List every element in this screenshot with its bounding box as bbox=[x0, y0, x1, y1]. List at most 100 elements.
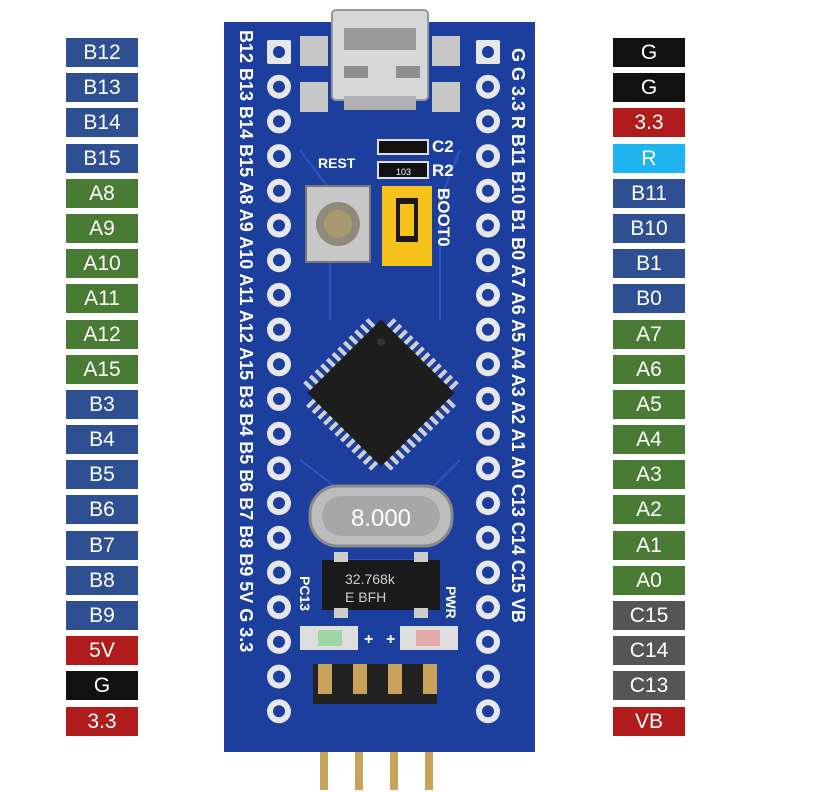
left-pin-33-label: 3.3 bbox=[66, 706, 138, 736]
left-pin-b12-label: B12 bbox=[66, 38, 138, 67]
left-pin-g-label: G bbox=[66, 671, 138, 701]
crystal-8mhz: 8.000 bbox=[308, 484, 454, 548]
left-header-holes bbox=[267, 40, 291, 724]
chip-leg bbox=[419, 351, 431, 364]
r2-label: R2 bbox=[432, 161, 454, 180]
through-hole-center bbox=[482, 184, 494, 197]
right-pin-b0-label: B0 bbox=[613, 284, 685, 314]
left-pin-b14-label: B14 bbox=[66, 108, 138, 138]
left-pin-a15-label: A15 bbox=[66, 354, 138, 384]
right-header-holes bbox=[476, 40, 500, 724]
silk-left: B12 B13 B14 B15 A8 A9 A10 A11 A12 A15 B3… bbox=[236, 30, 256, 652]
left-pin-a12-label: A12 bbox=[66, 319, 138, 349]
through-hole-center bbox=[482, 323, 494, 336]
right-pin-a0-label: A0 bbox=[613, 565, 685, 595]
boot0-jumper[interactable]: BOOT0 bbox=[382, 186, 453, 266]
through-hole-center bbox=[273, 670, 285, 683]
right-pin-g-label: G bbox=[613, 38, 685, 67]
right-pin-c15-label: C15 bbox=[613, 601, 685, 630]
left-pin-b5-label: B5 bbox=[66, 460, 138, 490]
through-hole-center bbox=[273, 46, 285, 58]
chip-leg bbox=[337, 346, 349, 358]
r2-resistor: 103 R2 bbox=[377, 161, 454, 180]
through-hole-center bbox=[273, 462, 285, 475]
through-hole-center bbox=[273, 288, 285, 301]
chip-leg bbox=[331, 351, 343, 364]
through-hole-center bbox=[482, 288, 494, 301]
reset-button[interactable]: REST bbox=[305, 155, 371, 263]
left-pin-b9-label: B9 bbox=[66, 601, 138, 630]
through-hole-center bbox=[482, 566, 494, 579]
right-pin-a1-label: A1 bbox=[613, 530, 685, 560]
chip-leg bbox=[306, 397, 318, 409]
left-pin-5v-label: 5V bbox=[66, 636, 138, 666]
through-hole-center bbox=[273, 497, 285, 510]
left-pin-b13-label: B13 bbox=[66, 73, 138, 103]
svg-text:PWR: PWR bbox=[443, 586, 459, 619]
right-pin-vb-label: VB bbox=[613, 706, 685, 736]
pc13-led: + bbox=[300, 626, 373, 650]
chip-leg bbox=[413, 346, 425, 358]
through-hole-center bbox=[273, 115, 285, 128]
through-hole-center bbox=[482, 254, 494, 267]
right-pin-a6-label: A6 bbox=[613, 354, 685, 384]
left-pin-b3-label: B3 bbox=[66, 389, 138, 419]
crystal-label: 8.000 bbox=[351, 505, 411, 532]
programming-header bbox=[313, 664, 437, 704]
through-hole-center bbox=[273, 427, 285, 440]
through-hole-center bbox=[482, 497, 494, 510]
through-hole-center bbox=[273, 80, 285, 93]
chip-leg bbox=[447, 380, 459, 392]
left-pin-b8-label: B8 bbox=[66, 565, 138, 595]
through-hole-center bbox=[482, 80, 494, 93]
chip-leg bbox=[441, 374, 454, 386]
through-hole-center bbox=[273, 150, 285, 163]
through-hole-center bbox=[273, 219, 285, 232]
right-pin-a3-label: A3 bbox=[613, 460, 685, 490]
silk-right: G G 3.3 R B11 B10 B1 B0 A7 A6 A5 A4 A3 A… bbox=[508, 48, 528, 623]
crystal-32k-line2: E BFH bbox=[345, 589, 386, 605]
left-pin-a11-label: A11 bbox=[66, 284, 138, 314]
chip-leg bbox=[339, 431, 352, 443]
boot0-label: BOOT0 bbox=[434, 188, 453, 247]
svg-text:G G 3.3 R B11 B10 B1 B0 A7 A6: G G 3.3 R B11 B10 B1 B0 A7 A6 A5 A4 A3 A… bbox=[508, 48, 528, 623]
left-pin-a8-label: A8 bbox=[66, 178, 138, 208]
reset-label: REST bbox=[318, 155, 356, 171]
through-hole-center bbox=[482, 393, 494, 405]
left-pin-a9-label: A9 bbox=[66, 213, 138, 243]
chip-leg bbox=[362, 453, 374, 466]
r2-value: 103 bbox=[396, 167, 411, 177]
through-hole-center bbox=[273, 254, 285, 267]
right-pin-a4-label: A4 bbox=[613, 425, 685, 455]
through-hole-center bbox=[482, 115, 494, 128]
through-hole-center bbox=[273, 531, 285, 544]
through-hole-center bbox=[273, 323, 285, 336]
through-hole-center bbox=[273, 705, 285, 718]
through-hole-center bbox=[482, 635, 494, 648]
through-hole-center bbox=[482, 531, 494, 544]
left-pin-b7-label: B7 bbox=[66, 530, 138, 560]
through-hole-center bbox=[482, 462, 494, 475]
through-hole-center bbox=[273, 601, 285, 614]
right-pin-r-label: R bbox=[613, 143, 685, 173]
through-hole-center bbox=[273, 184, 285, 197]
crystal-32khz: 32.768k E BFH bbox=[322, 552, 440, 618]
right-pin-b10-label: B10 bbox=[613, 213, 685, 243]
chip-leg bbox=[388, 453, 400, 466]
c2-capacitor: C2 bbox=[377, 137, 454, 156]
svg-text:B12 B13 B14 B15 A8 A9 A10 A11: B12 B13 B14 B15 A8 A9 A10 A11 A12 A15 B3… bbox=[236, 30, 256, 652]
right-pin-33-label: 3.3 bbox=[613, 108, 685, 138]
pwr-silk: PWR bbox=[443, 586, 459, 619]
through-hole-center bbox=[273, 635, 285, 648]
right-pin-a5-label: A5 bbox=[613, 389, 685, 419]
through-hole-center bbox=[482, 427, 494, 440]
pc13-silk: PC13 bbox=[297, 576, 313, 611]
chip-leg bbox=[444, 397, 456, 409]
chip-leg bbox=[359, 323, 372, 336]
chip-leg bbox=[382, 459, 394, 471]
chip-leg bbox=[410, 431, 423, 443]
chip-leg bbox=[365, 318, 377, 330]
left-pin-b15-label: B15 bbox=[66, 143, 138, 173]
